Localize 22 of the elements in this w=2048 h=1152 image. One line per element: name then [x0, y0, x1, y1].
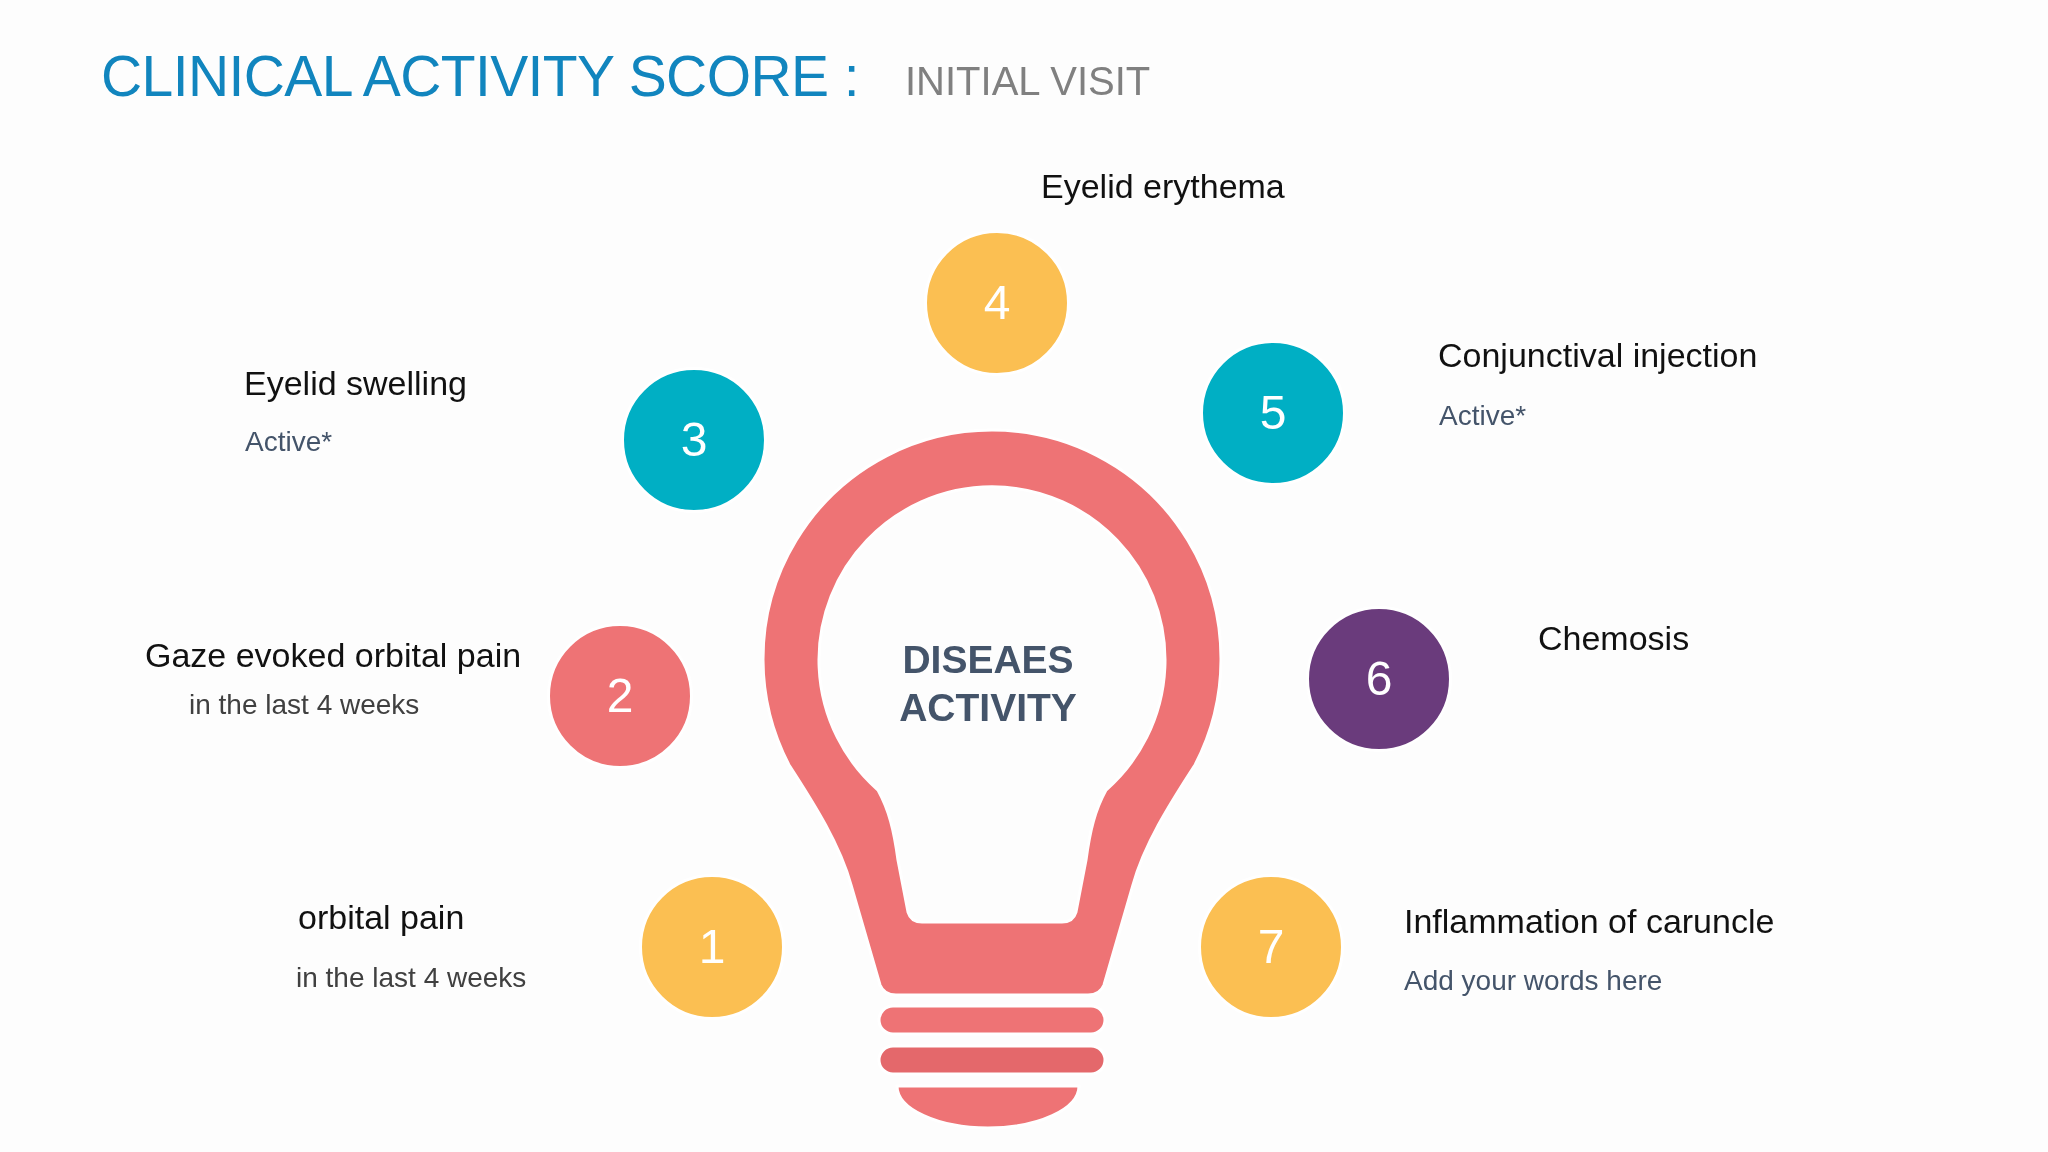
step-number: 6: [1365, 652, 1393, 706]
subtitle: INITIAL VISIT: [905, 58, 1151, 105]
center-label: DISEAES ACTIVITY: [898, 637, 1078, 731]
title: CLINICAL ACTIVITY SCORE :: [101, 43, 859, 110]
step-number: 1: [698, 920, 726, 974]
symptom-label: Inflammation of caruncle: [1404, 901, 1775, 942]
symptom-label: orbital pain: [298, 897, 465, 938]
step-number: 5: [1259, 386, 1287, 440]
step-number: 7: [1257, 920, 1285, 974]
symptom-label: Gaze evoked orbital pain: [145, 635, 522, 676]
step-number: 4: [983, 276, 1011, 330]
symptom-label: Eyelid swelling: [244, 363, 467, 404]
symptom-note: in the last 4 weeks: [296, 961, 527, 995]
symptom-note: in the last 4 weeks: [189, 688, 420, 722]
symptom-label: Eyelid erythema: [1041, 166, 1285, 207]
symptom-label: Chemosis: [1538, 618, 1690, 659]
symptom-note: Active*: [245, 425, 333, 459]
step-number: 3: [680, 413, 708, 467]
symptom-label: Conjunctival injection: [1438, 335, 1758, 376]
symptom-note: Active*: [1439, 399, 1527, 433]
symptom-note: Add your words here: [1404, 964, 1663, 998]
step-number: 2: [606, 669, 634, 723]
